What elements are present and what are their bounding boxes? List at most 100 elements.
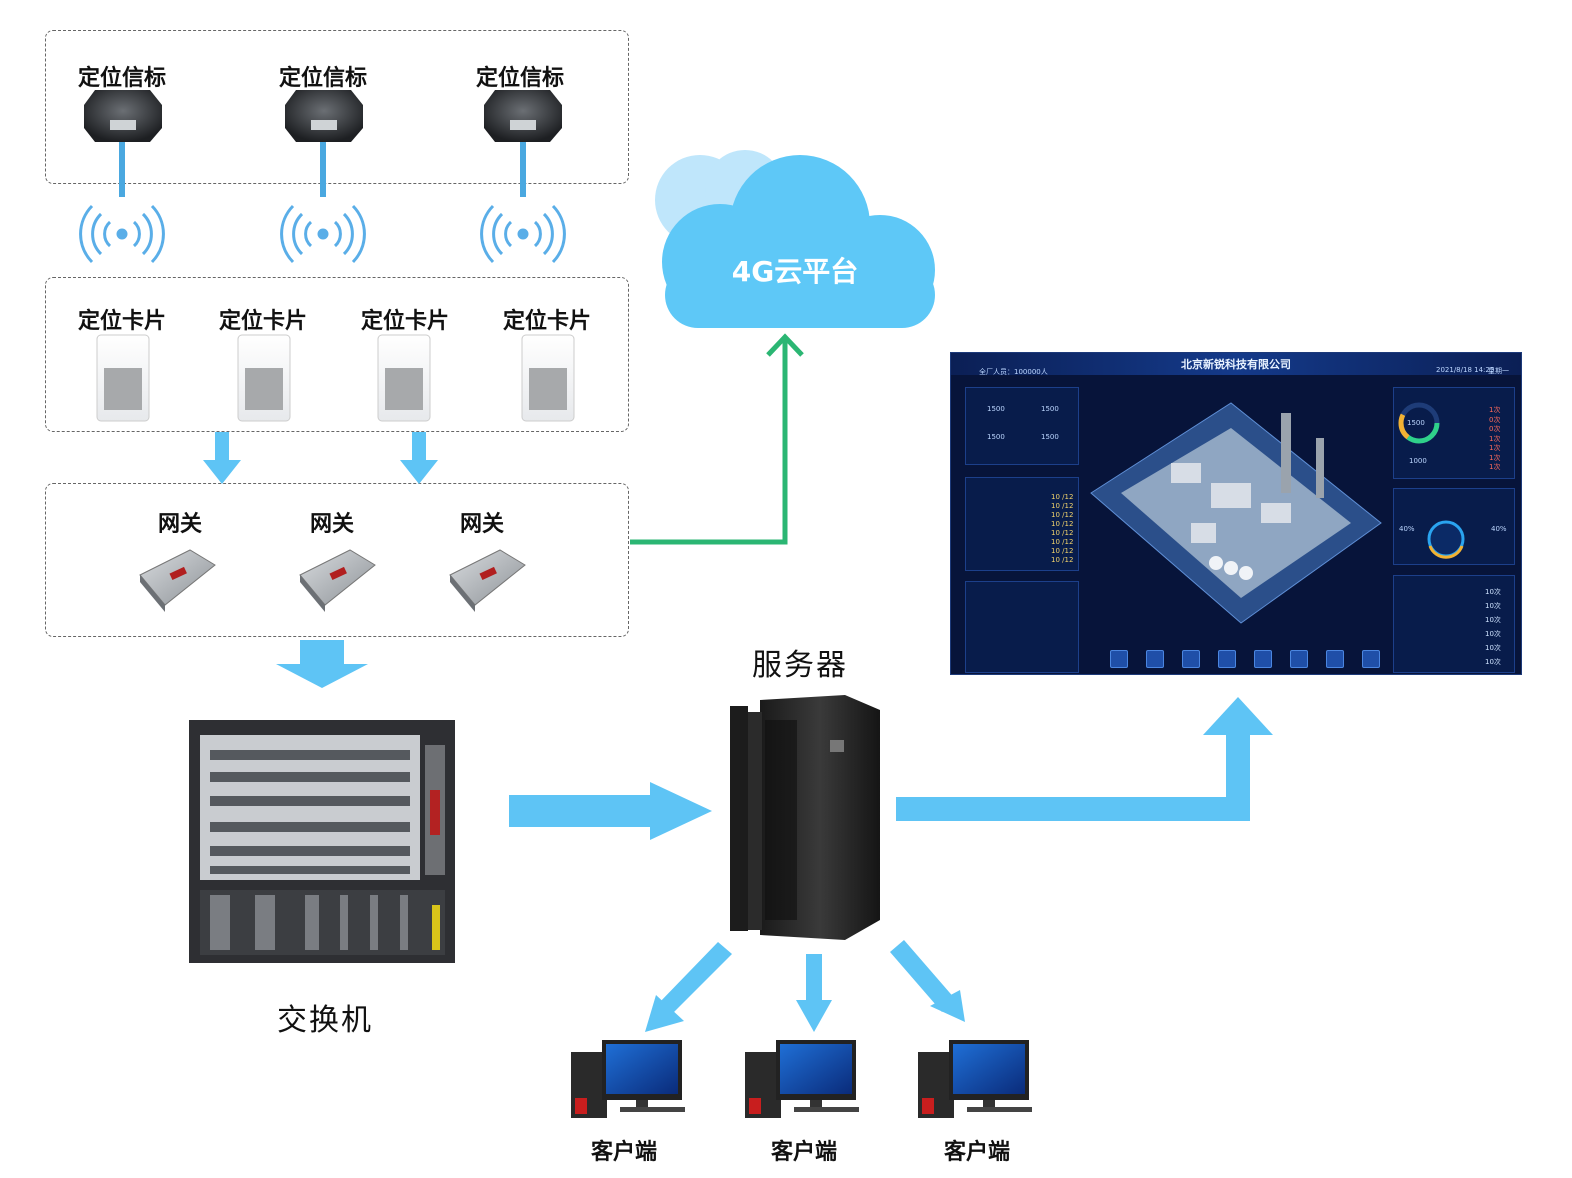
beacon-device xyxy=(484,90,562,197)
people-row-item: 10 /12 xyxy=(1051,493,1074,501)
monitoring-dashboard: 北京新锐科技有限公司 全厂人员：100000人 2021/8/18 14:25 … xyxy=(950,352,1522,675)
client-computer xyxy=(918,1040,1032,1118)
arrow-switch-to-server xyxy=(509,782,712,840)
client-computer xyxy=(571,1040,685,1118)
card-label-4: 定位卡片 xyxy=(502,309,591,334)
beacon-device xyxy=(285,90,363,197)
gateway-device xyxy=(449,549,526,612)
cube-icon[interactable] xyxy=(1290,650,1308,668)
gauge-ring xyxy=(1398,402,1440,444)
card-group xyxy=(45,277,629,432)
alarm-count-item: 1次 xyxy=(1489,434,1501,443)
signal-icon xyxy=(79,204,165,264)
dashboard-left-panel-top xyxy=(965,387,1079,465)
track-icon[interactable] xyxy=(1182,650,1200,668)
people-row-item: 10 /12 xyxy=(1051,529,1074,537)
area-count-item: 10次 xyxy=(1485,644,1501,652)
area-count-item: 10次 xyxy=(1485,630,1501,638)
client-computer xyxy=(745,1040,859,1118)
switch-device xyxy=(189,720,455,963)
dashboard-stat-4: 1500 xyxy=(1041,433,1059,441)
card-label-2: 定位卡片 xyxy=(218,309,307,334)
alarm-count-item: 1次 xyxy=(1489,453,1501,462)
people-row-item: 10 /12 xyxy=(1051,511,1074,519)
people-row-item: 10 /12 xyxy=(1051,538,1074,546)
beacon-label-1: 定位信标 xyxy=(77,66,166,91)
arrow-server-to-dashboard xyxy=(896,697,1273,821)
alarm-count-item: 1次 xyxy=(1489,406,1501,414)
arrow-server-to-client xyxy=(796,954,832,1032)
card-icon[interactable] xyxy=(1146,650,1164,668)
gateway-label-2: 网关 xyxy=(309,512,354,537)
dashboard-topbar xyxy=(951,353,1521,375)
card-label-1: 定位卡片 xyxy=(77,309,166,334)
beacon-group xyxy=(45,30,629,184)
compass-icon[interactable] xyxy=(1326,650,1344,668)
gateway-label-1: 网关 xyxy=(157,512,202,537)
dashboard-right-panel-bottom xyxy=(1393,575,1515,673)
pct-left: 40% xyxy=(1399,525,1415,533)
alarm-count-item: 0次 xyxy=(1489,425,1501,433)
vehicle-gauge xyxy=(1427,520,1465,559)
arrowhead-cloud xyxy=(766,333,804,357)
area-count-item: 10次 xyxy=(1485,588,1501,596)
arrow-server-to-client xyxy=(645,942,732,1032)
area-count-item: 10次 xyxy=(1485,658,1501,666)
cloud-label: 4G云平台 xyxy=(731,255,859,288)
fullscreen-icon[interactable] xyxy=(1362,650,1380,668)
alarm-count-item: 0次 xyxy=(1489,415,1501,424)
settings-icon[interactable] xyxy=(1254,650,1272,668)
alarm-count-item: 1次 xyxy=(1489,444,1501,452)
arrow-card-to-gateway xyxy=(400,432,438,484)
dashboard-day: 星期一 xyxy=(1488,367,1509,375)
switch-label: 交换机 xyxy=(277,1003,373,1038)
beacon-device xyxy=(84,90,162,197)
dashboard-total-people: 全厂人员：100000人 xyxy=(979,368,1048,376)
signal-icon xyxy=(280,204,366,264)
gateway-device xyxy=(299,549,376,612)
line-gateway-to-cloud xyxy=(630,340,788,545)
dashboard-left-panel-mid xyxy=(965,477,1079,571)
card-label-3: 定位卡片 xyxy=(360,309,449,334)
dashboard-stat-1: 1500 xyxy=(987,405,1005,413)
card-device xyxy=(96,334,150,422)
client-label-2: 客户端 xyxy=(770,1140,837,1165)
alert-icon[interactable] xyxy=(1218,650,1236,668)
plant-3d-view xyxy=(1090,402,1382,624)
card-device xyxy=(377,334,431,422)
dashboard-stat-2: 1500 xyxy=(1041,405,1059,413)
client-label-3: 客户端 xyxy=(943,1140,1010,1165)
people-row-item: 10 /12 xyxy=(1051,556,1074,564)
beacon-label-2: 定位信标 xyxy=(278,66,367,91)
people-row-item: 10 /12 xyxy=(1051,502,1074,510)
people-row-item: 10 /12 xyxy=(1051,520,1074,528)
people-row-item: 10 /12 xyxy=(1051,547,1074,555)
beacon-label-3: 定位信标 xyxy=(475,66,564,91)
cloud-icon xyxy=(655,150,935,328)
people-icon[interactable] xyxy=(1110,650,1128,668)
client-label-1: 客户端 xyxy=(590,1140,657,1165)
area-count-item: 10次 xyxy=(1485,602,1501,610)
dashboard-left-panel-bottom xyxy=(965,581,1079,673)
card-device xyxy=(237,334,291,422)
pct-right: 40% xyxy=(1491,525,1507,533)
server-device xyxy=(730,695,880,940)
dashboard-title: 北京新锐科技有限公司 xyxy=(1181,358,1291,371)
signal-icon xyxy=(480,204,566,264)
card-device xyxy=(521,334,575,422)
dashboard-stat-3: 1500 xyxy=(987,433,1005,441)
gateway-group xyxy=(45,483,629,637)
gauge-sub-value: 1000 xyxy=(1409,457,1427,465)
arrow-server-to-client xyxy=(890,940,965,1022)
arrow-card-to-gateway xyxy=(203,432,241,484)
gateway-label-3: 网关 xyxy=(459,512,504,537)
server-label: 服务器 xyxy=(752,648,848,683)
gauge-value: 1500 xyxy=(1407,419,1425,427)
alarm-count-item: 1次 xyxy=(1489,463,1501,471)
arrow-gateway-to-switch xyxy=(276,640,368,688)
gateway-device xyxy=(139,549,216,612)
area-count-item: 10次 xyxy=(1485,616,1501,624)
dashboard-bottom-toolbar[interactable] xyxy=(1101,650,1389,672)
dashboard-datetime: 2021/8/18 14:25 xyxy=(1436,366,1495,374)
